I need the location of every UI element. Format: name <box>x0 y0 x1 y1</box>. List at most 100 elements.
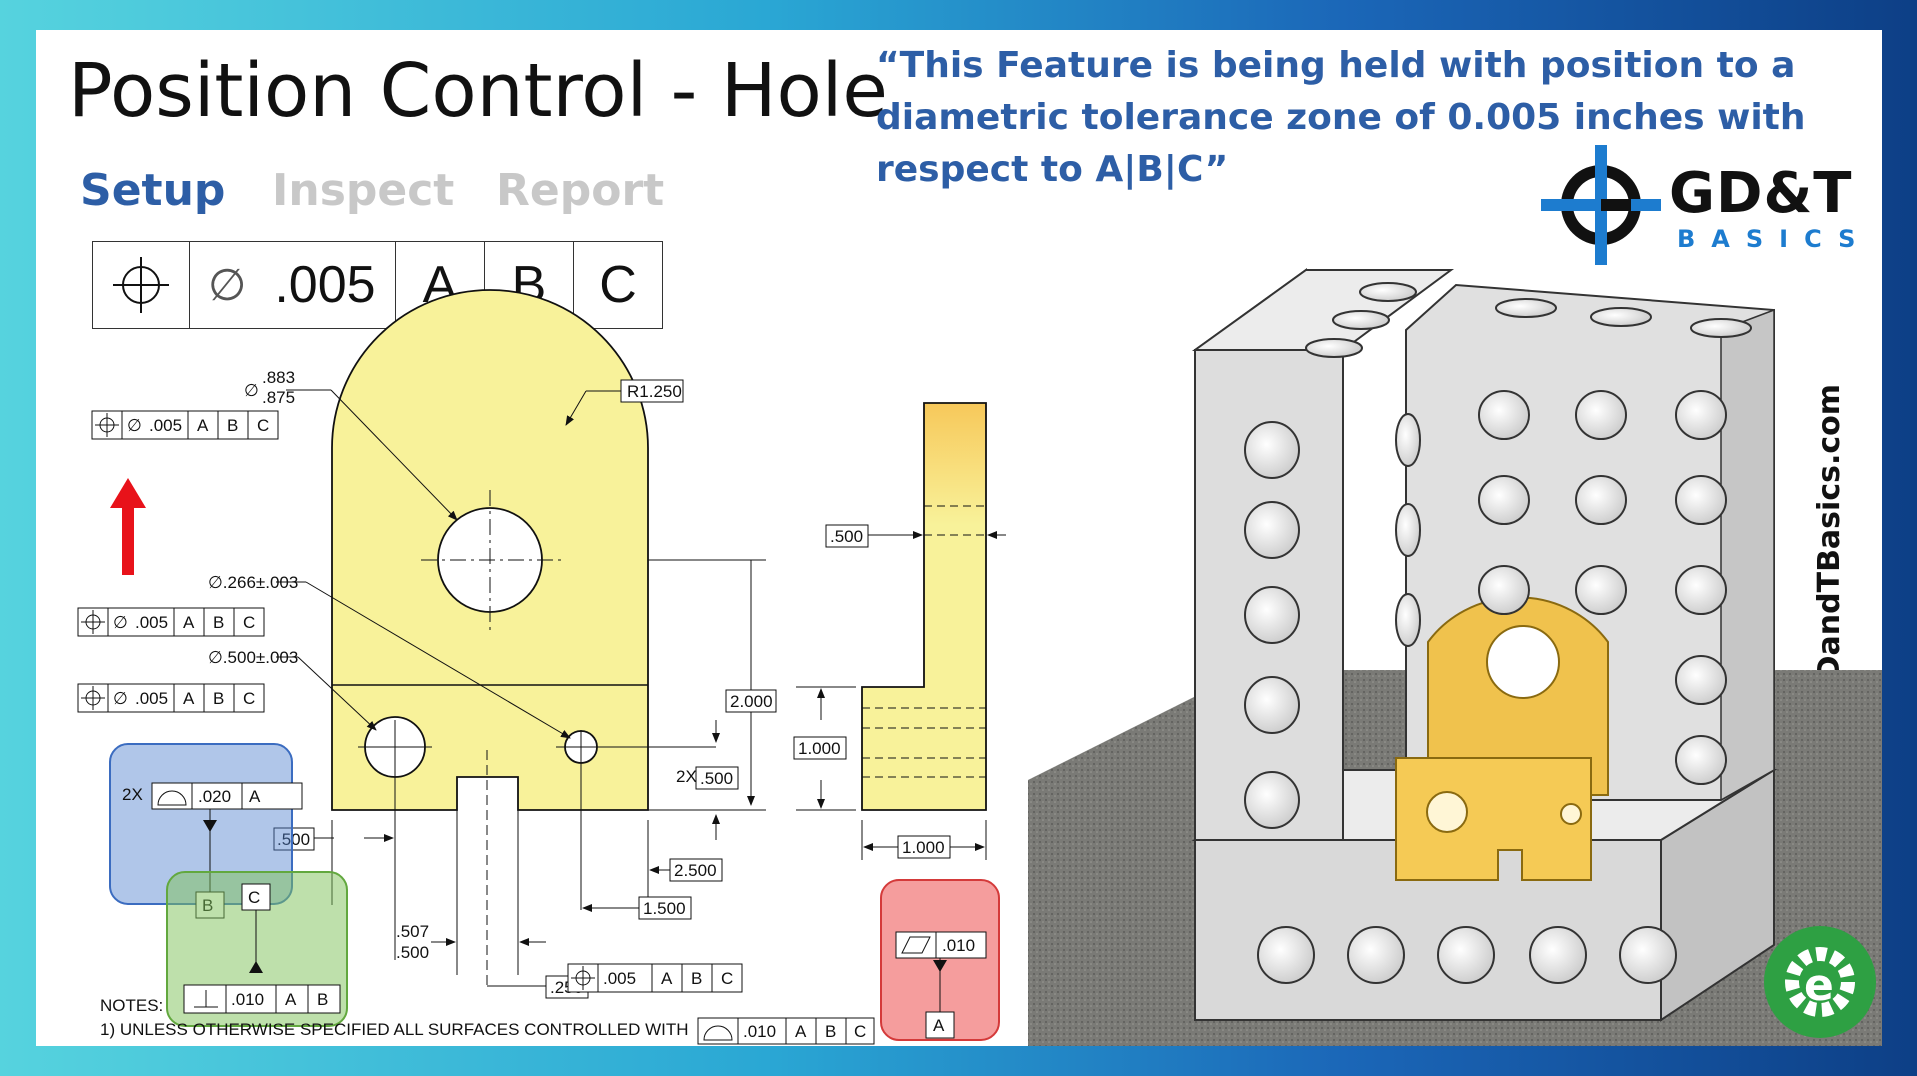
slide: Position Control - Hole “This Feature is… <box>36 30 1882 1046</box>
dim-base-500: .500 <box>277 830 310 849</box>
fcf-datum: A <box>197 416 209 435</box>
fixture-hole <box>1395 503 1421 557</box>
profile-surface-icon <box>157 790 187 806</box>
fixture-hole <box>1675 655 1727 705</box>
hole-dia-upper: .883 <box>262 368 295 387</box>
notes-datum-c: C <box>854 1022 866 1041</box>
fixture-hole <box>1305 338 1363 358</box>
fixture-hole <box>1257 926 1315 984</box>
fixture-hole <box>1478 390 1530 440</box>
fcf-datum: C <box>243 689 255 708</box>
fcf-datum: C <box>243 613 255 632</box>
fixture-hole <box>1347 926 1405 984</box>
hole-dia-lower: .875 <box>262 388 295 407</box>
fixture-hole <box>1244 586 1300 644</box>
datum-b-tolerance: .020 <box>198 787 231 806</box>
datum-c-ref-b: B <box>317 990 328 1009</box>
fixture-hole <box>1244 421 1300 479</box>
svg-text:e: e <box>1804 960 1834 1011</box>
fcf-hole-266 <box>77 607 265 637</box>
fixture-hole <box>1590 307 1652 327</box>
fixture-hole <box>1675 390 1727 440</box>
fixture-hole <box>1244 676 1300 734</box>
fcf-tolerance: .005 <box>135 613 168 632</box>
fixture-hole <box>1575 565 1627 615</box>
datum-a-tolerance: .010 <box>942 936 975 955</box>
engineering-drawing: ∅ .883 .875 R1.250 ∅.266±.003 ∅.500±.003… <box>77 268 1882 1046</box>
position-icon <box>93 242 190 328</box>
diameter-symbol-upper: ∅ <box>244 381 259 400</box>
logo-mark-icon <box>1541 145 1661 265</box>
diameter-symbol: ∅ <box>113 689 128 708</box>
fixture-hole <box>1244 771 1300 829</box>
quote-text: “This Feature is being held with positio… <box>876 45 1806 190</box>
fcf-datum: A <box>661 969 673 988</box>
fcf-datum: A <box>183 613 195 632</box>
fixture-hole <box>1244 501 1300 559</box>
fcf-main-hole <box>91 410 279 440</box>
notes-datum-b: B <box>825 1022 836 1041</box>
hole3-callout: ∅.500±.003 <box>208 648 298 667</box>
fcf-datum: C <box>257 416 269 435</box>
fixture-hole <box>1529 926 1587 984</box>
tab-setup[interactable]: Setup <box>80 165 226 216</box>
tab-inspect[interactable]: Inspect <box>272 165 455 216</box>
fcf-tolerance: .005 <box>603 969 636 988</box>
notes-profile-icon <box>703 1025 733 1041</box>
datum-c-label: C <box>248 888 260 907</box>
fixture-hole <box>1675 475 1727 525</box>
dim-side-height: 1.000 <box>798 739 841 758</box>
notes-tolerance: .010 <box>743 1022 776 1041</box>
fixture-hole <box>1395 593 1421 647</box>
radius-box <box>620 379 684 403</box>
dim-side-thickness: .500 <box>830 527 863 546</box>
fixture-hole <box>1575 475 1627 525</box>
fcf-tolerance: .005 <box>274 256 376 314</box>
datum-a-label: A <box>933 1016 945 1035</box>
fixture-hole <box>1575 390 1627 440</box>
page-title: Position Control - Hole <box>68 48 888 134</box>
dim-slot-500: .500 <box>396 943 429 962</box>
fcf-slot <box>567 963 743 993</box>
flatness-icon <box>901 936 931 954</box>
dim-1500: 1.500 <box>643 899 686 918</box>
fixture-hole <box>1395 413 1421 467</box>
datum-c-ref-a: A <box>285 990 297 1009</box>
tab-report[interactable]: Report <box>496 165 665 216</box>
fcf-tolerance-cell: ∅ .005 <box>190 242 396 328</box>
slot-prefix: 2X <box>676 767 697 786</box>
diameter-symbol: ∅ <box>113 613 128 632</box>
dim-side-width: 1.000 <box>902 838 945 857</box>
radius-label: R1.250 <box>627 382 682 401</box>
datum-c-tolerance: .010 <box>231 990 264 1009</box>
logo-subtext: BASICS <box>1677 225 1872 253</box>
fixture-hole <box>1478 475 1530 525</box>
dim-slot-507: .507 <box>396 922 429 941</box>
part-side-view <box>796 402 1006 860</box>
fcf-datum: B <box>213 613 224 632</box>
diameter-symbol: ∅ <box>127 416 142 435</box>
logo-text: GD&T <box>1669 161 1853 226</box>
fixture-hole <box>1359 282 1417 302</box>
notes-title: NOTES: <box>100 996 163 1015</box>
fcf-datum: B <box>691 969 702 988</box>
fixture-hole <box>1495 298 1557 318</box>
notes-datum-a: A <box>795 1022 807 1041</box>
fixture-hole <box>1437 926 1495 984</box>
dim-2500: 2.500 <box>674 861 717 880</box>
dim-2000: 2.000 <box>730 692 773 711</box>
datum-b-prefix: 2X <box>122 785 143 804</box>
fixture-hole <box>1332 310 1390 330</box>
hole2-callout: ∅.266±.003 <box>208 573 298 592</box>
fixture-hole <box>1690 318 1752 338</box>
part-front-view <box>276 289 766 990</box>
datum-b-ref: A <box>249 787 261 806</box>
fixture-hole <box>1619 926 1677 984</box>
fcf-datum: B <box>213 689 224 708</box>
fixture-hole <box>1478 565 1530 615</box>
red-arrow-icon <box>110 478 146 575</box>
gdt-basics-logo: GD&T BASICS <box>1541 145 1871 265</box>
note-1: 1) UNLESS OTHERWISE SPECIFIED ALL SURFAC… <box>100 1020 689 1039</box>
fixture-holes <box>1244 282 1752 984</box>
